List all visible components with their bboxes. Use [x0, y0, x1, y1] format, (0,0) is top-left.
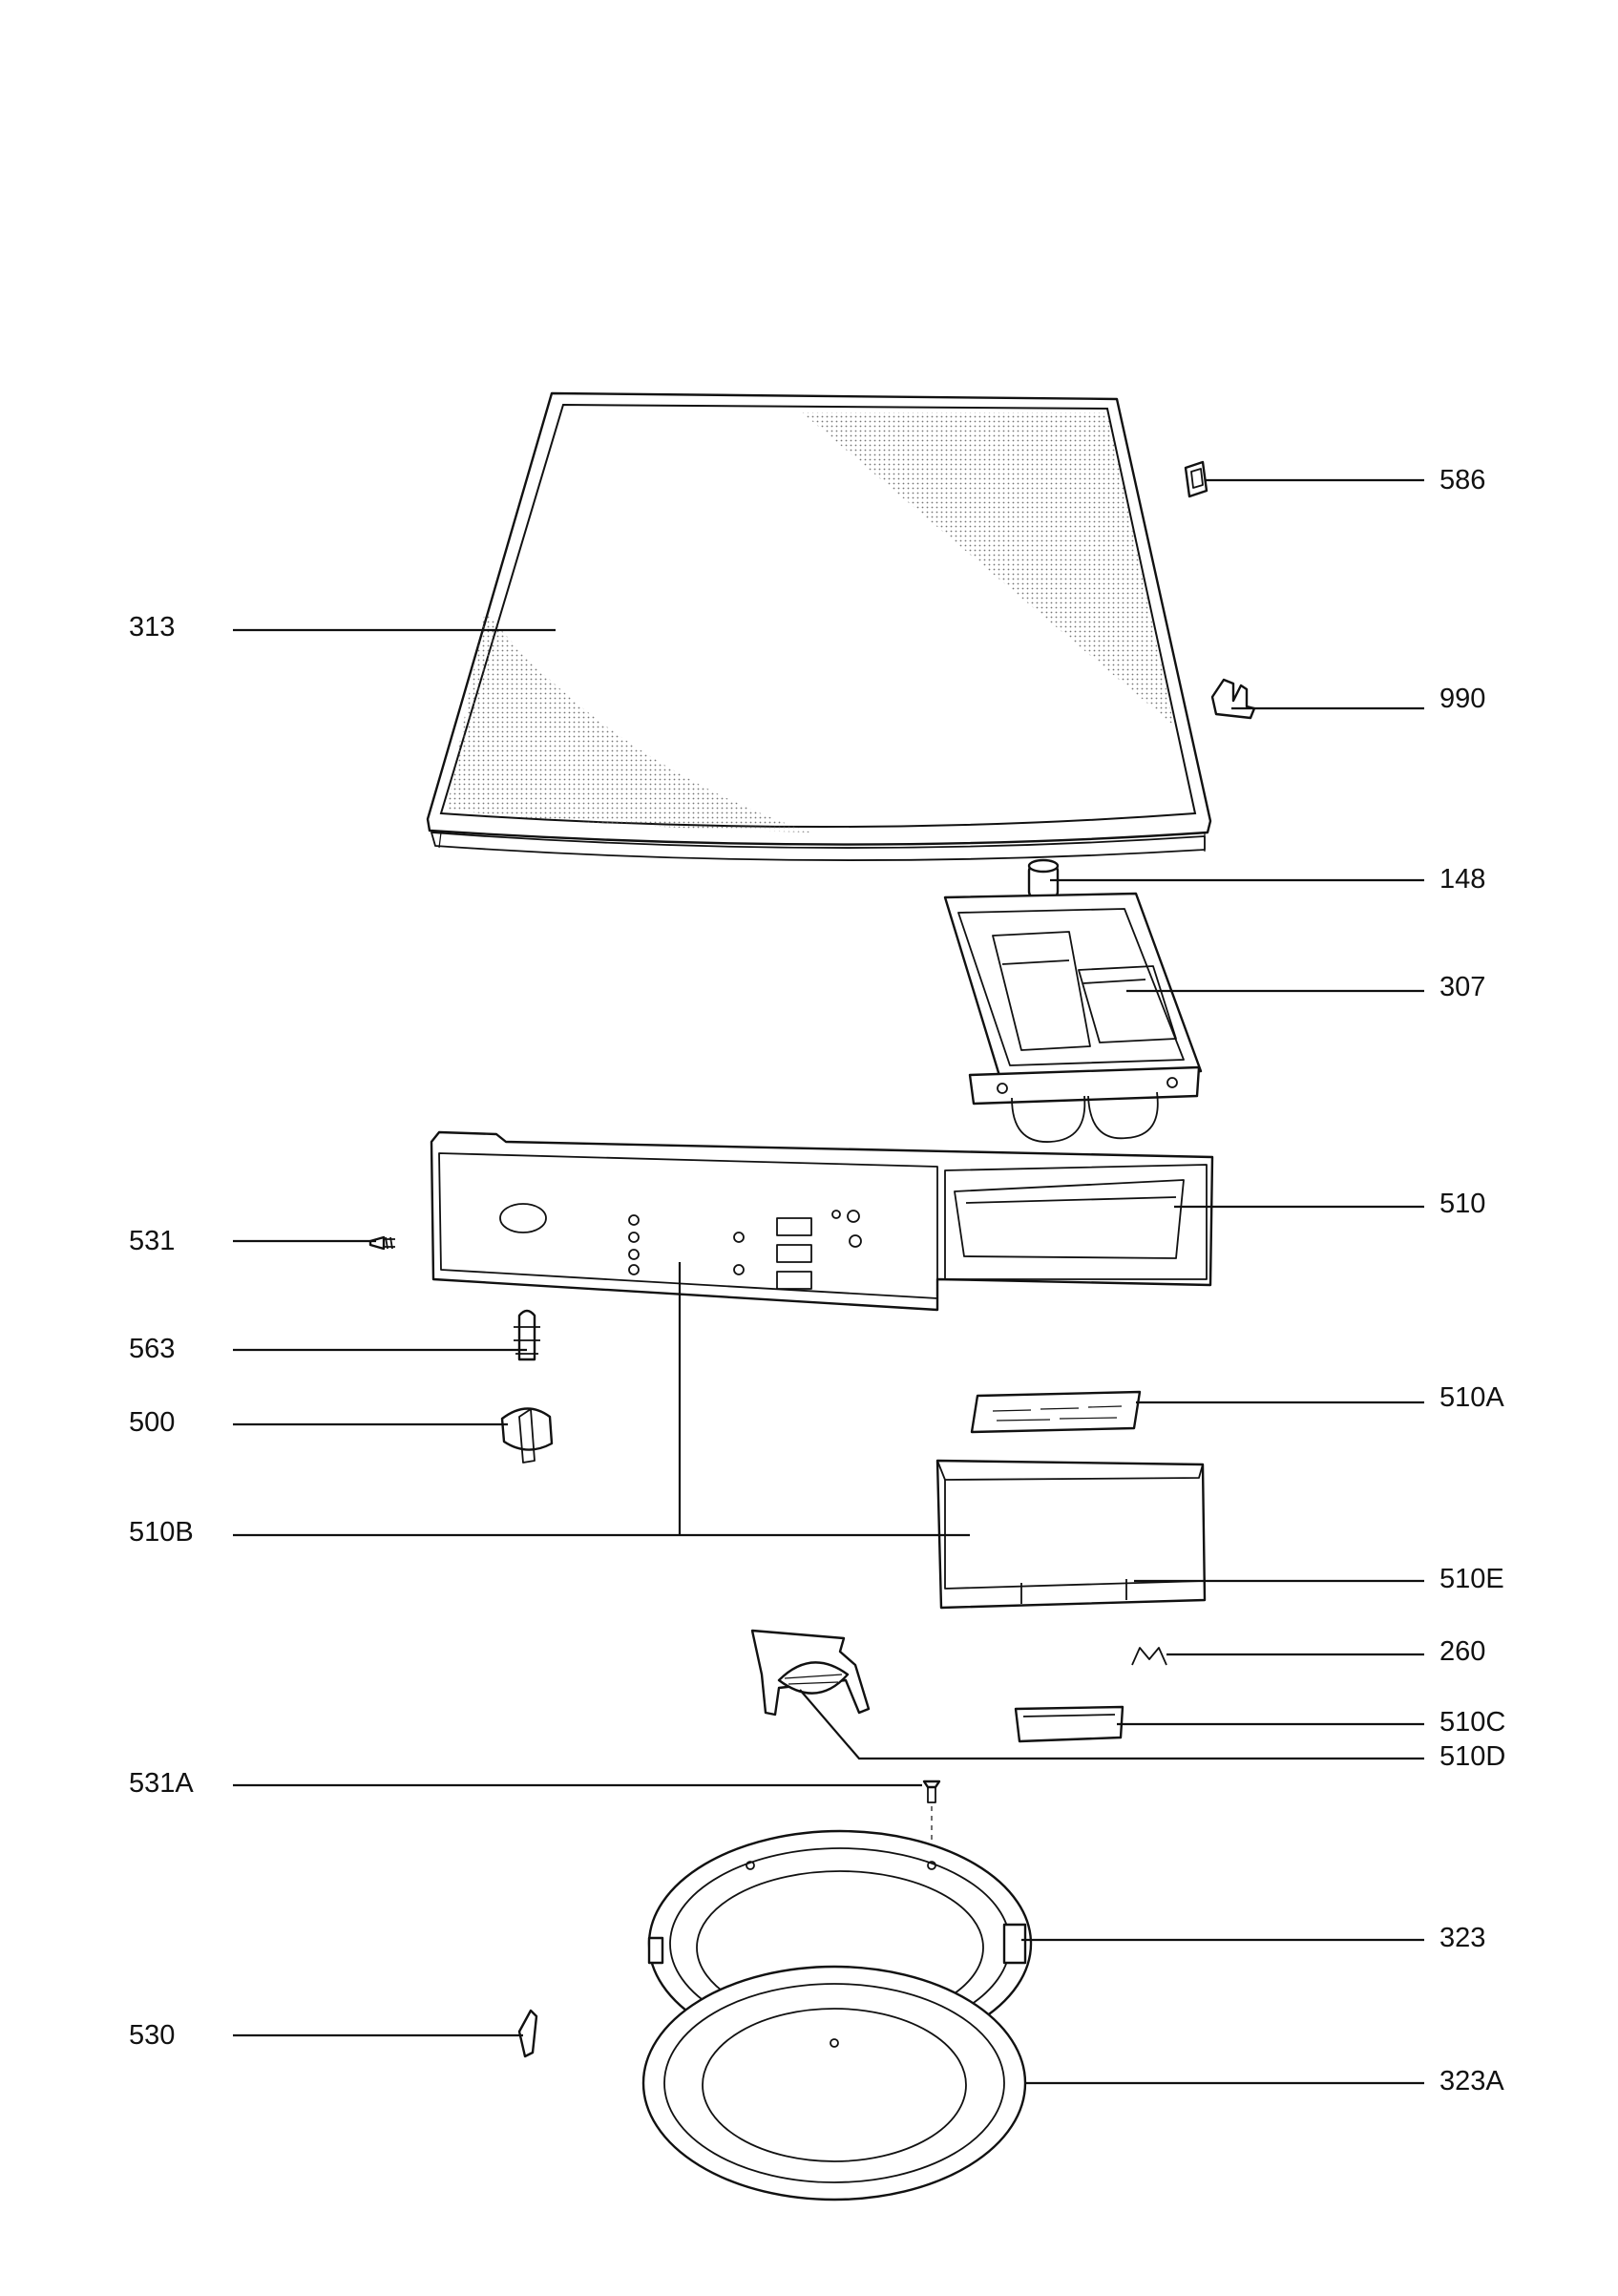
- label-530: 530: [129, 2020, 176, 2051]
- label-531A: 531A: [129, 1768, 194, 1799]
- label-148: 148: [1439, 864, 1486, 895]
- label-323A: 323A: [1439, 2066, 1504, 2096]
- part-307-detergent-drawer: [943, 892, 1203, 1143]
- part-563-pin: [514, 1309, 540, 1361]
- label-990: 990: [1439, 684, 1486, 714]
- part-586-clip: [1184, 460, 1208, 498]
- part-530-latch: [517, 2009, 538, 2058]
- label-510A: 510A: [1439, 1382, 1504, 1413]
- label-323: 323: [1439, 1923, 1486, 1953]
- part-260-spring-clip: [1131, 1647, 1167, 1666]
- part-510A-label: [970, 1390, 1142, 1434]
- part-500-knob: [500, 1407, 554, 1464]
- part-323A-outer-ring: [641, 1965, 1027, 2201]
- label-260: 260: [1439, 1636, 1486, 1667]
- label-510D: 510D: [1439, 1741, 1506, 1772]
- label-586: 586: [1439, 465, 1486, 495]
- part-510D-bracket: [750, 1629, 871, 1717]
- label-510C: 510C: [1439, 1707, 1506, 1738]
- label-307: 307: [1439, 972, 1486, 1002]
- part-531A-screw: [922, 1780, 941, 1846]
- part-148-cap: [1027, 858, 1060, 928]
- part-510E-drawer-front: [935, 1459, 1207, 1610]
- label-510E: 510E: [1439, 1564, 1504, 1594]
- part-990-bracket: [1210, 678, 1256, 720]
- label-510: 510: [1439, 1189, 1486, 1219]
- label-313: 313: [129, 612, 176, 642]
- leader-lines: [233, 478, 1424, 2085]
- label-563: 563: [129, 1334, 176, 1364]
- part-510C-part: [1014, 1705, 1124, 1743]
- label-500: 500: [129, 1407, 176, 1438]
- part-531-screw: [368, 1235, 395, 1251]
- part-313-top-lid: [426, 391, 1212, 861]
- label-510B: 510B: [129, 1517, 194, 1548]
- label-531: 531: [129, 1226, 176, 1256]
- part-510-control-panel: [430, 1130, 1214, 1312]
